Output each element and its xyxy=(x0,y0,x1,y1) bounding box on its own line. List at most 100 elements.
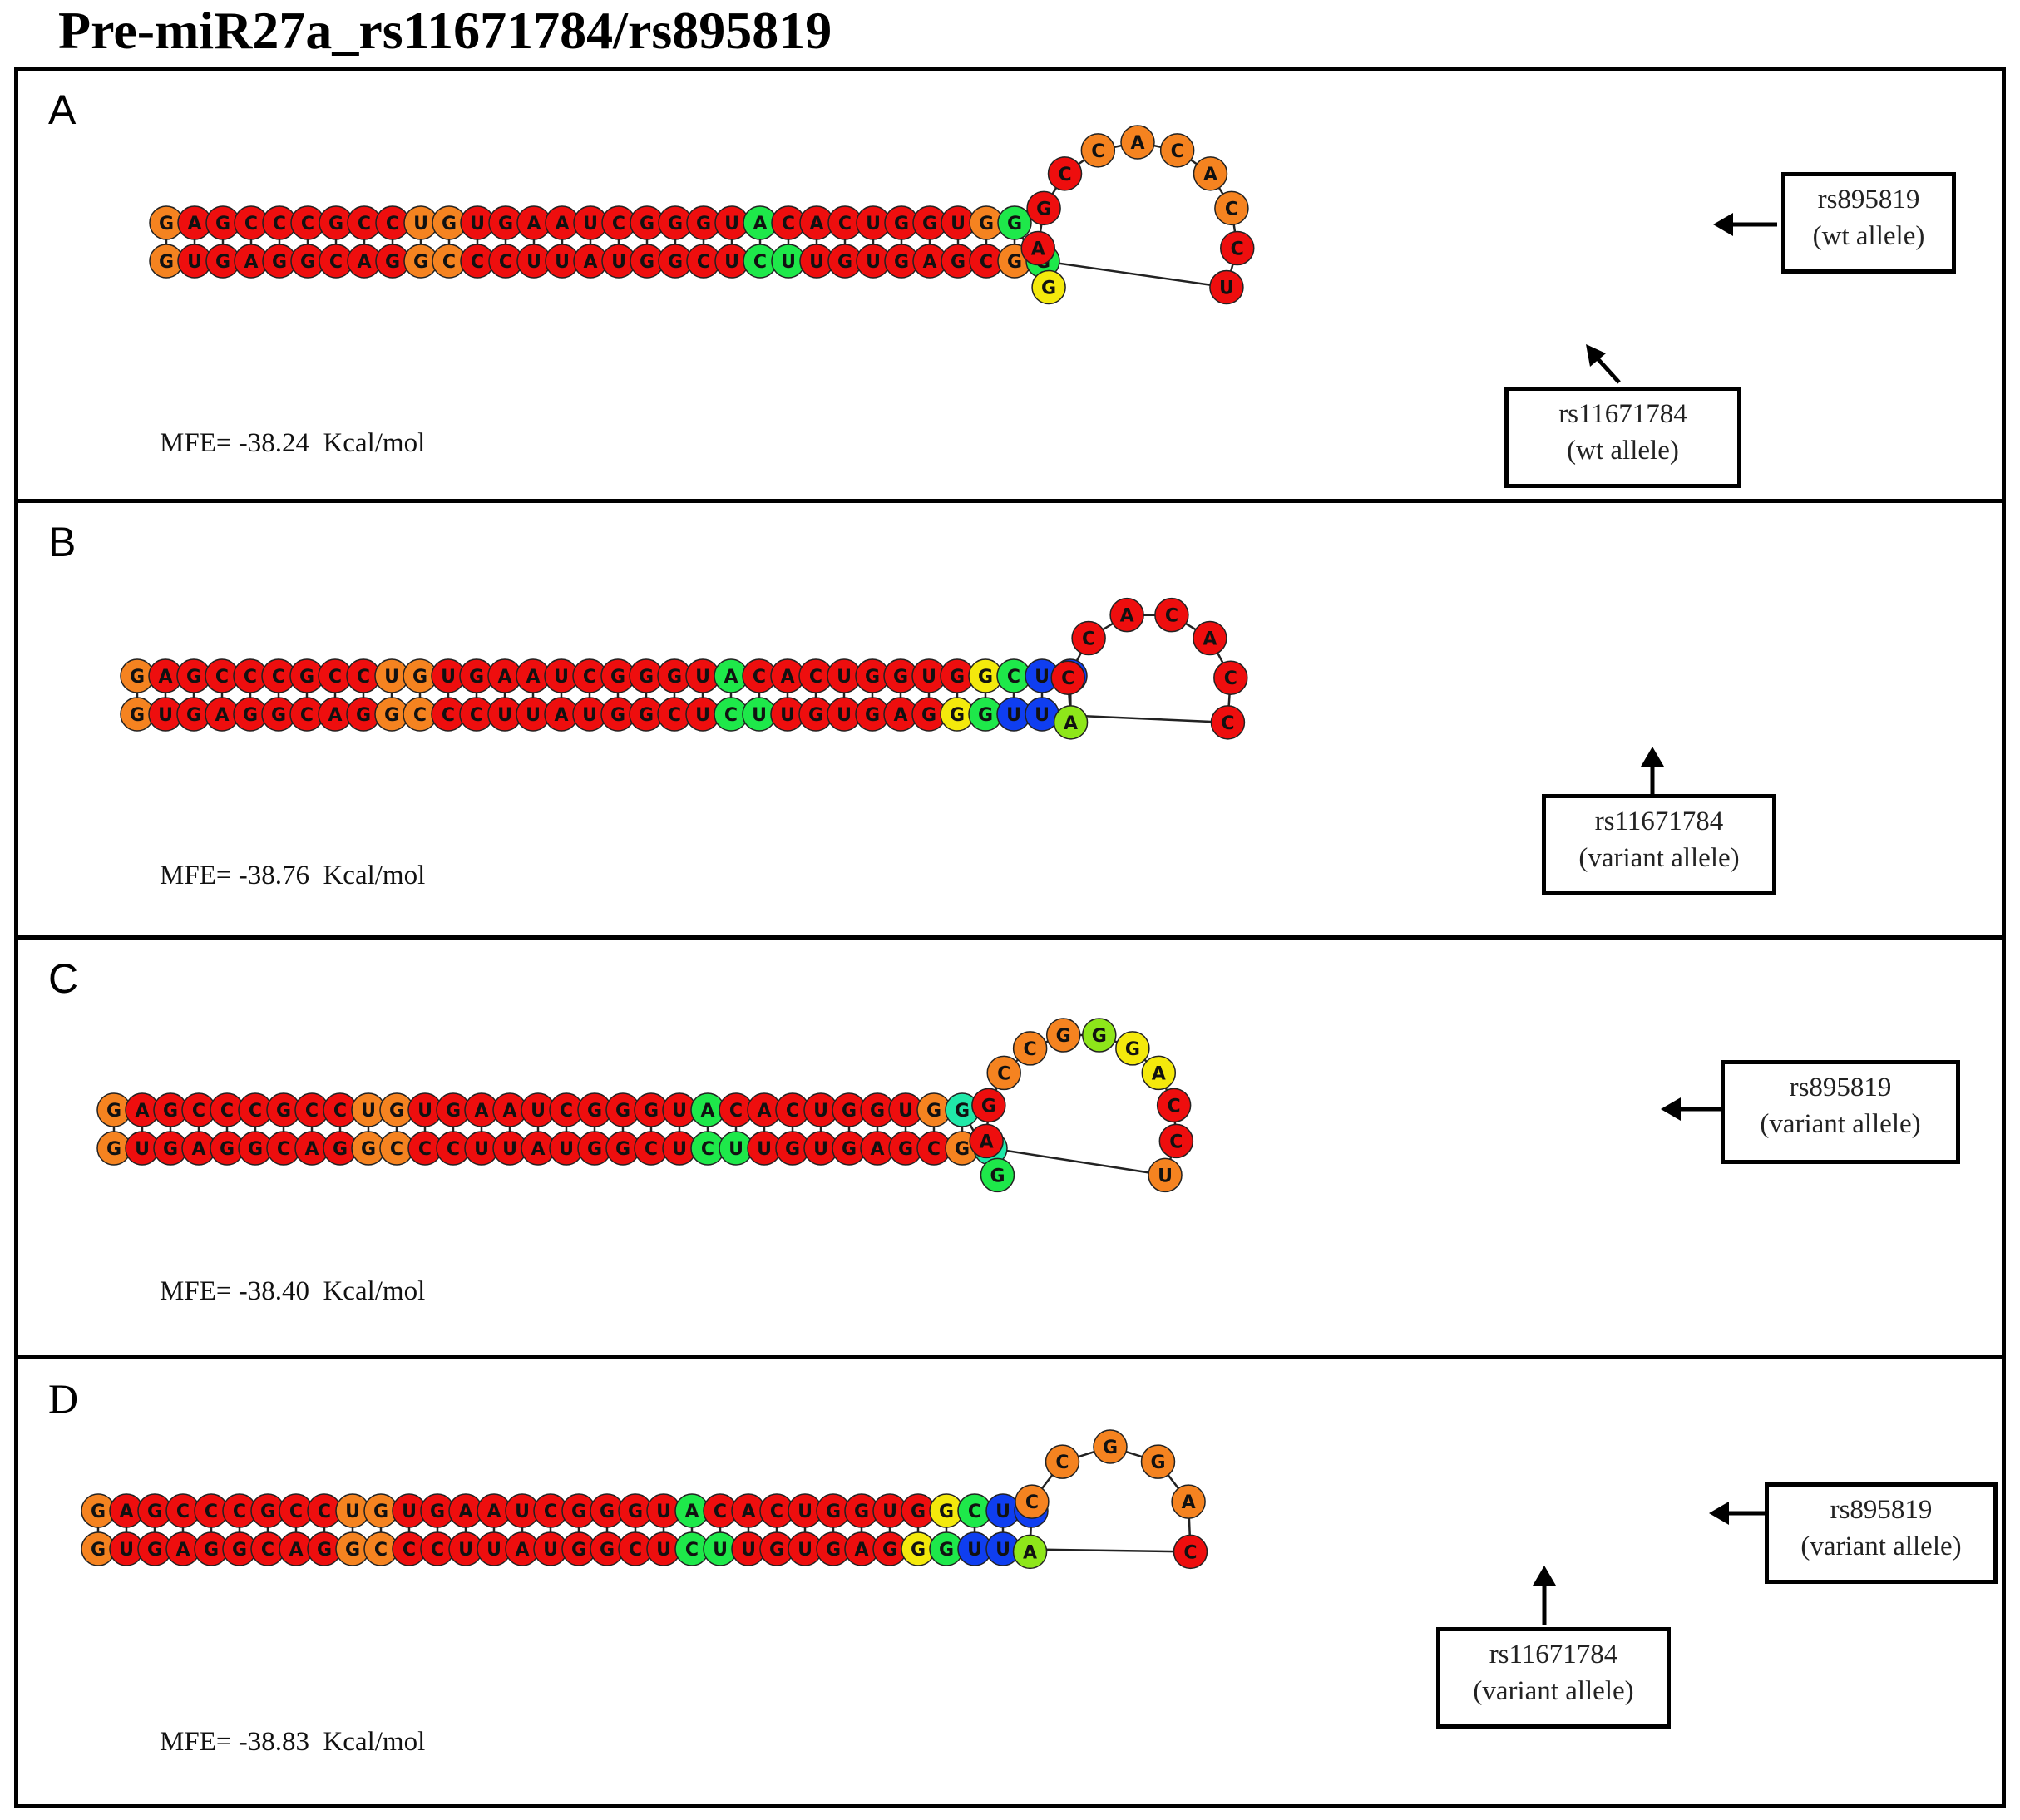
nucleotide: C xyxy=(363,1531,398,1566)
nucleotide: G xyxy=(855,658,890,693)
nucleotide: G xyxy=(912,205,947,240)
nucleotide: G xyxy=(872,1531,907,1566)
svg-text:G: G xyxy=(413,252,428,273)
nucleotide: C xyxy=(572,658,607,693)
nucleotide: G xyxy=(855,697,890,732)
svg-text:U: U xyxy=(741,1540,756,1561)
svg-text:C: C xyxy=(233,1502,246,1522)
svg-text:G: G xyxy=(990,1166,1005,1186)
nucleotide: G xyxy=(153,1131,188,1166)
callout-rs11671784: rs11671784 (variant allele) xyxy=(1436,1627,1671,1729)
nucleotide: G xyxy=(137,1493,172,1528)
nucleotide: G xyxy=(335,1531,370,1566)
loop-nucleotide: G xyxy=(1045,1018,1081,1053)
svg-text:U: U xyxy=(361,1101,376,1122)
loop-nucleotide: G xyxy=(1082,1018,1117,1053)
svg-text:U: U xyxy=(543,1540,558,1561)
nucleotide: G xyxy=(629,658,664,693)
nucleotide: U xyxy=(487,697,522,732)
svg-text:A: A xyxy=(700,1101,714,1122)
svg-text:A: A xyxy=(684,1502,699,1522)
svg-text:C: C xyxy=(1061,668,1074,689)
nucleotide: A xyxy=(860,1131,895,1166)
svg-text:C: C xyxy=(697,252,710,273)
svg-text:G: G xyxy=(384,705,399,726)
nucleotide: C xyxy=(307,1493,342,1528)
svg-text:U: U xyxy=(695,705,710,726)
svg-text:U: U xyxy=(413,214,428,234)
mfe-unit: Kcal/mol xyxy=(323,861,426,890)
svg-text:G: G xyxy=(333,1139,348,1160)
svg-text:U: U xyxy=(515,1502,530,1522)
nucleotide: C xyxy=(460,244,495,279)
svg-text:U: U xyxy=(995,1540,1010,1561)
svg-text:G: G xyxy=(628,1502,643,1522)
arrow-rs895819-d xyxy=(1709,1502,1765,1525)
nucleotide: U xyxy=(719,1131,753,1166)
nucleotide: G xyxy=(210,1131,244,1166)
nucleotide: G xyxy=(96,1131,131,1166)
loop-nucleotide: C xyxy=(1080,133,1116,168)
nucleotide: G xyxy=(816,1531,851,1566)
svg-text:U: U xyxy=(417,1101,432,1122)
nucleotide: A xyxy=(731,1493,766,1528)
svg-text:G: G xyxy=(926,1101,941,1122)
nucleotide: G xyxy=(266,1092,301,1127)
nucleotide: G xyxy=(832,1092,867,1127)
svg-text:U: U xyxy=(695,667,710,688)
nucleotide: G xyxy=(561,1493,596,1528)
nucleotide: U xyxy=(492,1131,527,1166)
nucleotide: C xyxy=(205,658,240,693)
nucleotide: U xyxy=(521,1092,556,1127)
svg-text:C: C xyxy=(442,705,455,726)
nucleotide: C xyxy=(459,697,494,732)
svg-text:C: C xyxy=(447,1139,460,1160)
svg-text:G: G xyxy=(232,1540,247,1561)
nucleotide: G xyxy=(176,658,211,693)
nucleotide: G xyxy=(289,658,324,693)
nucleotide: G xyxy=(901,1531,936,1566)
svg-text:U: U xyxy=(486,1540,501,1561)
svg-text:C: C xyxy=(176,1502,190,1522)
svg-text:G: G xyxy=(610,667,625,688)
svg-text:U: U xyxy=(582,705,597,726)
svg-text:G: G xyxy=(571,1540,586,1561)
nucleotide: C xyxy=(323,1092,358,1127)
nucleotide: G xyxy=(363,1493,398,1528)
svg-text:A: A xyxy=(757,1101,771,1122)
nucleotide: C xyxy=(432,244,467,279)
svg-text:G: G xyxy=(939,1502,954,1522)
svg-text:C: C xyxy=(305,1101,319,1122)
nucleotide: U xyxy=(770,697,805,732)
nucleotide: U xyxy=(731,1531,766,1566)
nucleotide: A xyxy=(505,1531,540,1566)
nucleotide: G xyxy=(590,1493,625,1528)
mfe-label: MFE= xyxy=(160,428,232,458)
nucleotide: G xyxy=(323,1131,358,1166)
loop-nucleotide: A xyxy=(1020,230,1055,266)
svg-text:A: A xyxy=(1203,165,1217,185)
svg-text:C: C xyxy=(612,214,625,234)
svg-text:G: G xyxy=(1125,1039,1140,1060)
nucleotide: G xyxy=(120,697,155,732)
svg-text:C: C xyxy=(927,1139,941,1160)
nucleotide: C xyxy=(431,697,466,732)
svg-text:C: C xyxy=(244,667,257,688)
svg-text:G: G xyxy=(922,214,937,234)
loop-nucleotide: C xyxy=(1220,230,1255,266)
svg-text:C: C xyxy=(809,667,822,688)
svg-text:C: C xyxy=(215,667,229,688)
svg-text:A: A xyxy=(1182,1492,1196,1513)
nucleotide: A xyxy=(177,205,212,240)
svg-text:U: U xyxy=(752,705,767,726)
loop-backbone xyxy=(1041,614,1232,724)
svg-text:C: C xyxy=(301,214,314,234)
svg-text:G: G xyxy=(639,667,654,688)
svg-text:C: C xyxy=(701,1139,714,1160)
svg-text:U: U xyxy=(497,705,512,726)
svg-text:G: G xyxy=(769,1540,784,1561)
nucleotide: C xyxy=(827,205,862,240)
nucleotide: C xyxy=(250,1531,285,1566)
mfe-value: -38.40 xyxy=(238,1276,309,1306)
svg-text:U: U xyxy=(798,1502,812,1522)
